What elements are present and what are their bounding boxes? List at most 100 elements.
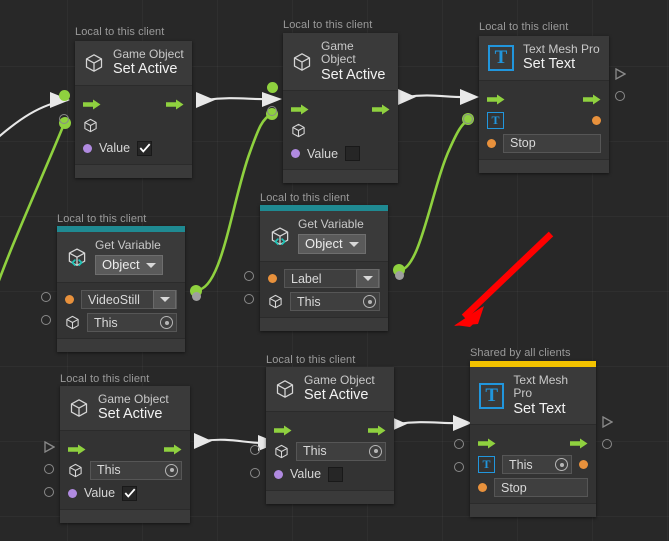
variable-name-input[interactable]: VideoStill [81,290,177,310]
source-object-field[interactable]: This [87,313,177,333]
node-scope-label: Local to this client [479,21,569,33]
flow-in-arrow-icon[interactable] [487,92,505,105]
flow-out-arrow-icon[interactable] [583,92,601,105]
variable-name-dropdown-button[interactable] [153,290,176,310]
value-checkbox[interactable] [122,485,138,501]
text-port-dot[interactable] [478,483,487,493]
flow-in-arrow-icon[interactable] [291,102,309,115]
name-port-dot[interactable] [65,295,74,305]
data-in-port[interactable] [267,105,277,116]
data-out-port[interactable] [579,460,588,470]
value-port-dot[interactable] [83,143,92,153]
flow-out-arrow-icon[interactable] [372,102,390,115]
node-subtitle: Text Mesh Pro [513,373,569,401]
target-object-field[interactable]: This [502,455,572,475]
value-checkbox[interactable] [328,466,344,482]
data-out-port[interactable] [191,292,201,301]
node-get-variable-2[interactable]: Get Variable Object Label [244,205,404,332]
flow-in-arrow-icon[interactable] [274,423,292,436]
flow-out-port[interactable] [601,415,613,428]
node-game-object-set-active-1[interactable]: Game Object Set Active Value [58,41,192,178]
left-port-column [452,409,466,478]
object-picker-icon[interactable] [369,444,382,458]
value-checkbox[interactable] [345,146,361,162]
data-in-port[interactable] [250,444,260,455]
node-header: Game Object Set Active [75,41,192,85]
flow-out-arrow-icon[interactable] [570,436,588,449]
variable-kind-dropdown[interactable]: Object [298,234,366,255]
node-footer [260,317,388,332]
node-body: This Value [266,410,394,490]
text-input[interactable]: Stop [503,133,601,153]
text-input[interactable]: Stop [494,478,588,498]
object-picker-icon[interactable] [160,316,173,330]
value-checkbox[interactable] [137,140,153,156]
data-in-port[interactable] [44,463,54,474]
data-out-port[interactable] [592,115,601,125]
right-port-column [392,264,406,287]
variable-name-dropdown-button[interactable] [356,269,379,289]
flow-row [470,430,596,453]
data-in-port[interactable] [266,82,278,93]
cube-icon [65,315,80,330]
flow-in-port[interactable] [43,440,55,453]
flow-out-arrow-icon[interactable] [166,97,184,110]
data-in-port[interactable] [454,461,464,472]
value-port-dot[interactable] [291,149,300,159]
text-port-dot[interactable] [487,138,496,148]
data-in-port[interactable] [463,113,473,124]
flow-out-arrow-icon[interactable] [368,423,386,436]
value-port-dot[interactable] [68,488,77,498]
value-port-dot[interactable] [274,469,283,479]
node-game-object-set-active-4[interactable]: Game Object Set Active This [250,367,394,504]
name-port-dot[interactable] [268,274,277,284]
object-picker-icon[interactable] [363,295,376,309]
node-subtitle: Game Object [98,392,169,406]
source-object-value: This [94,315,118,330]
object-picker-icon[interactable] [555,458,568,472]
target-object-field[interactable]: This [296,441,386,461]
node-header: Game Object Set Active [60,386,190,430]
data-in-port[interactable] [454,438,464,449]
data-in-port[interactable] [41,291,51,302]
node-scope-label: Local to this client [57,213,147,225]
left-port-column [57,84,71,130]
variable-kind-dropdown[interactable]: Object [95,255,163,276]
node-game-object-set-active-2[interactable]: Game Object Set Active Value [266,33,398,184]
value-row: Value [266,463,394,486]
target-object-field[interactable]: This [90,460,182,480]
data-in-port[interactable] [58,90,70,101]
data-in-port[interactable] [244,270,254,281]
flow-out-port[interactable] [614,67,626,80]
node-accent-bar [260,205,388,211]
data-in-port[interactable] [41,314,51,325]
data-in-port[interactable] [250,467,260,478]
node-get-variable-1[interactable]: Get Variable Object VideoStill [41,226,201,353]
source-object-field[interactable]: This [290,292,380,312]
node-text-mesh-pro-set-text-2[interactable]: T Text Mesh Pro Set Text T This [454,361,613,518]
node-body: VideoStill This [57,282,185,339]
node-body: Value [75,84,192,164]
left-port-column [39,285,53,331]
data-out-port[interactable] [615,90,625,101]
object-picker-icon[interactable] [165,463,178,477]
flow-in-arrow-icon[interactable] [68,442,86,455]
text-mesh-pro-icon: T [479,382,505,409]
data-in-port[interactable] [59,113,69,124]
node-game-object-set-active-3[interactable]: Game Object Set Active This [43,386,190,523]
node-text-mesh-pro-set-text-1[interactable]: T Text Mesh Pro Set Text T Stop [463,36,626,173]
target-row: T [479,109,609,132]
data-out-port[interactable] [394,271,404,280]
variable-name-input[interactable]: Label [284,269,380,289]
source-row: This [57,311,185,334]
flow-in-arrow-icon[interactable] [478,436,496,449]
text-mesh-pro-icon: T [487,111,504,129]
data-out-port[interactable] [602,438,612,449]
data-in-port[interactable] [244,293,254,304]
node-subtitle: Game Object [321,39,356,67]
data-in-port[interactable] [44,486,54,497]
flow-out-arrow-icon[interactable] [164,442,182,455]
flow-in-arrow-icon[interactable] [83,97,101,110]
get-variable-icon [66,247,86,267]
